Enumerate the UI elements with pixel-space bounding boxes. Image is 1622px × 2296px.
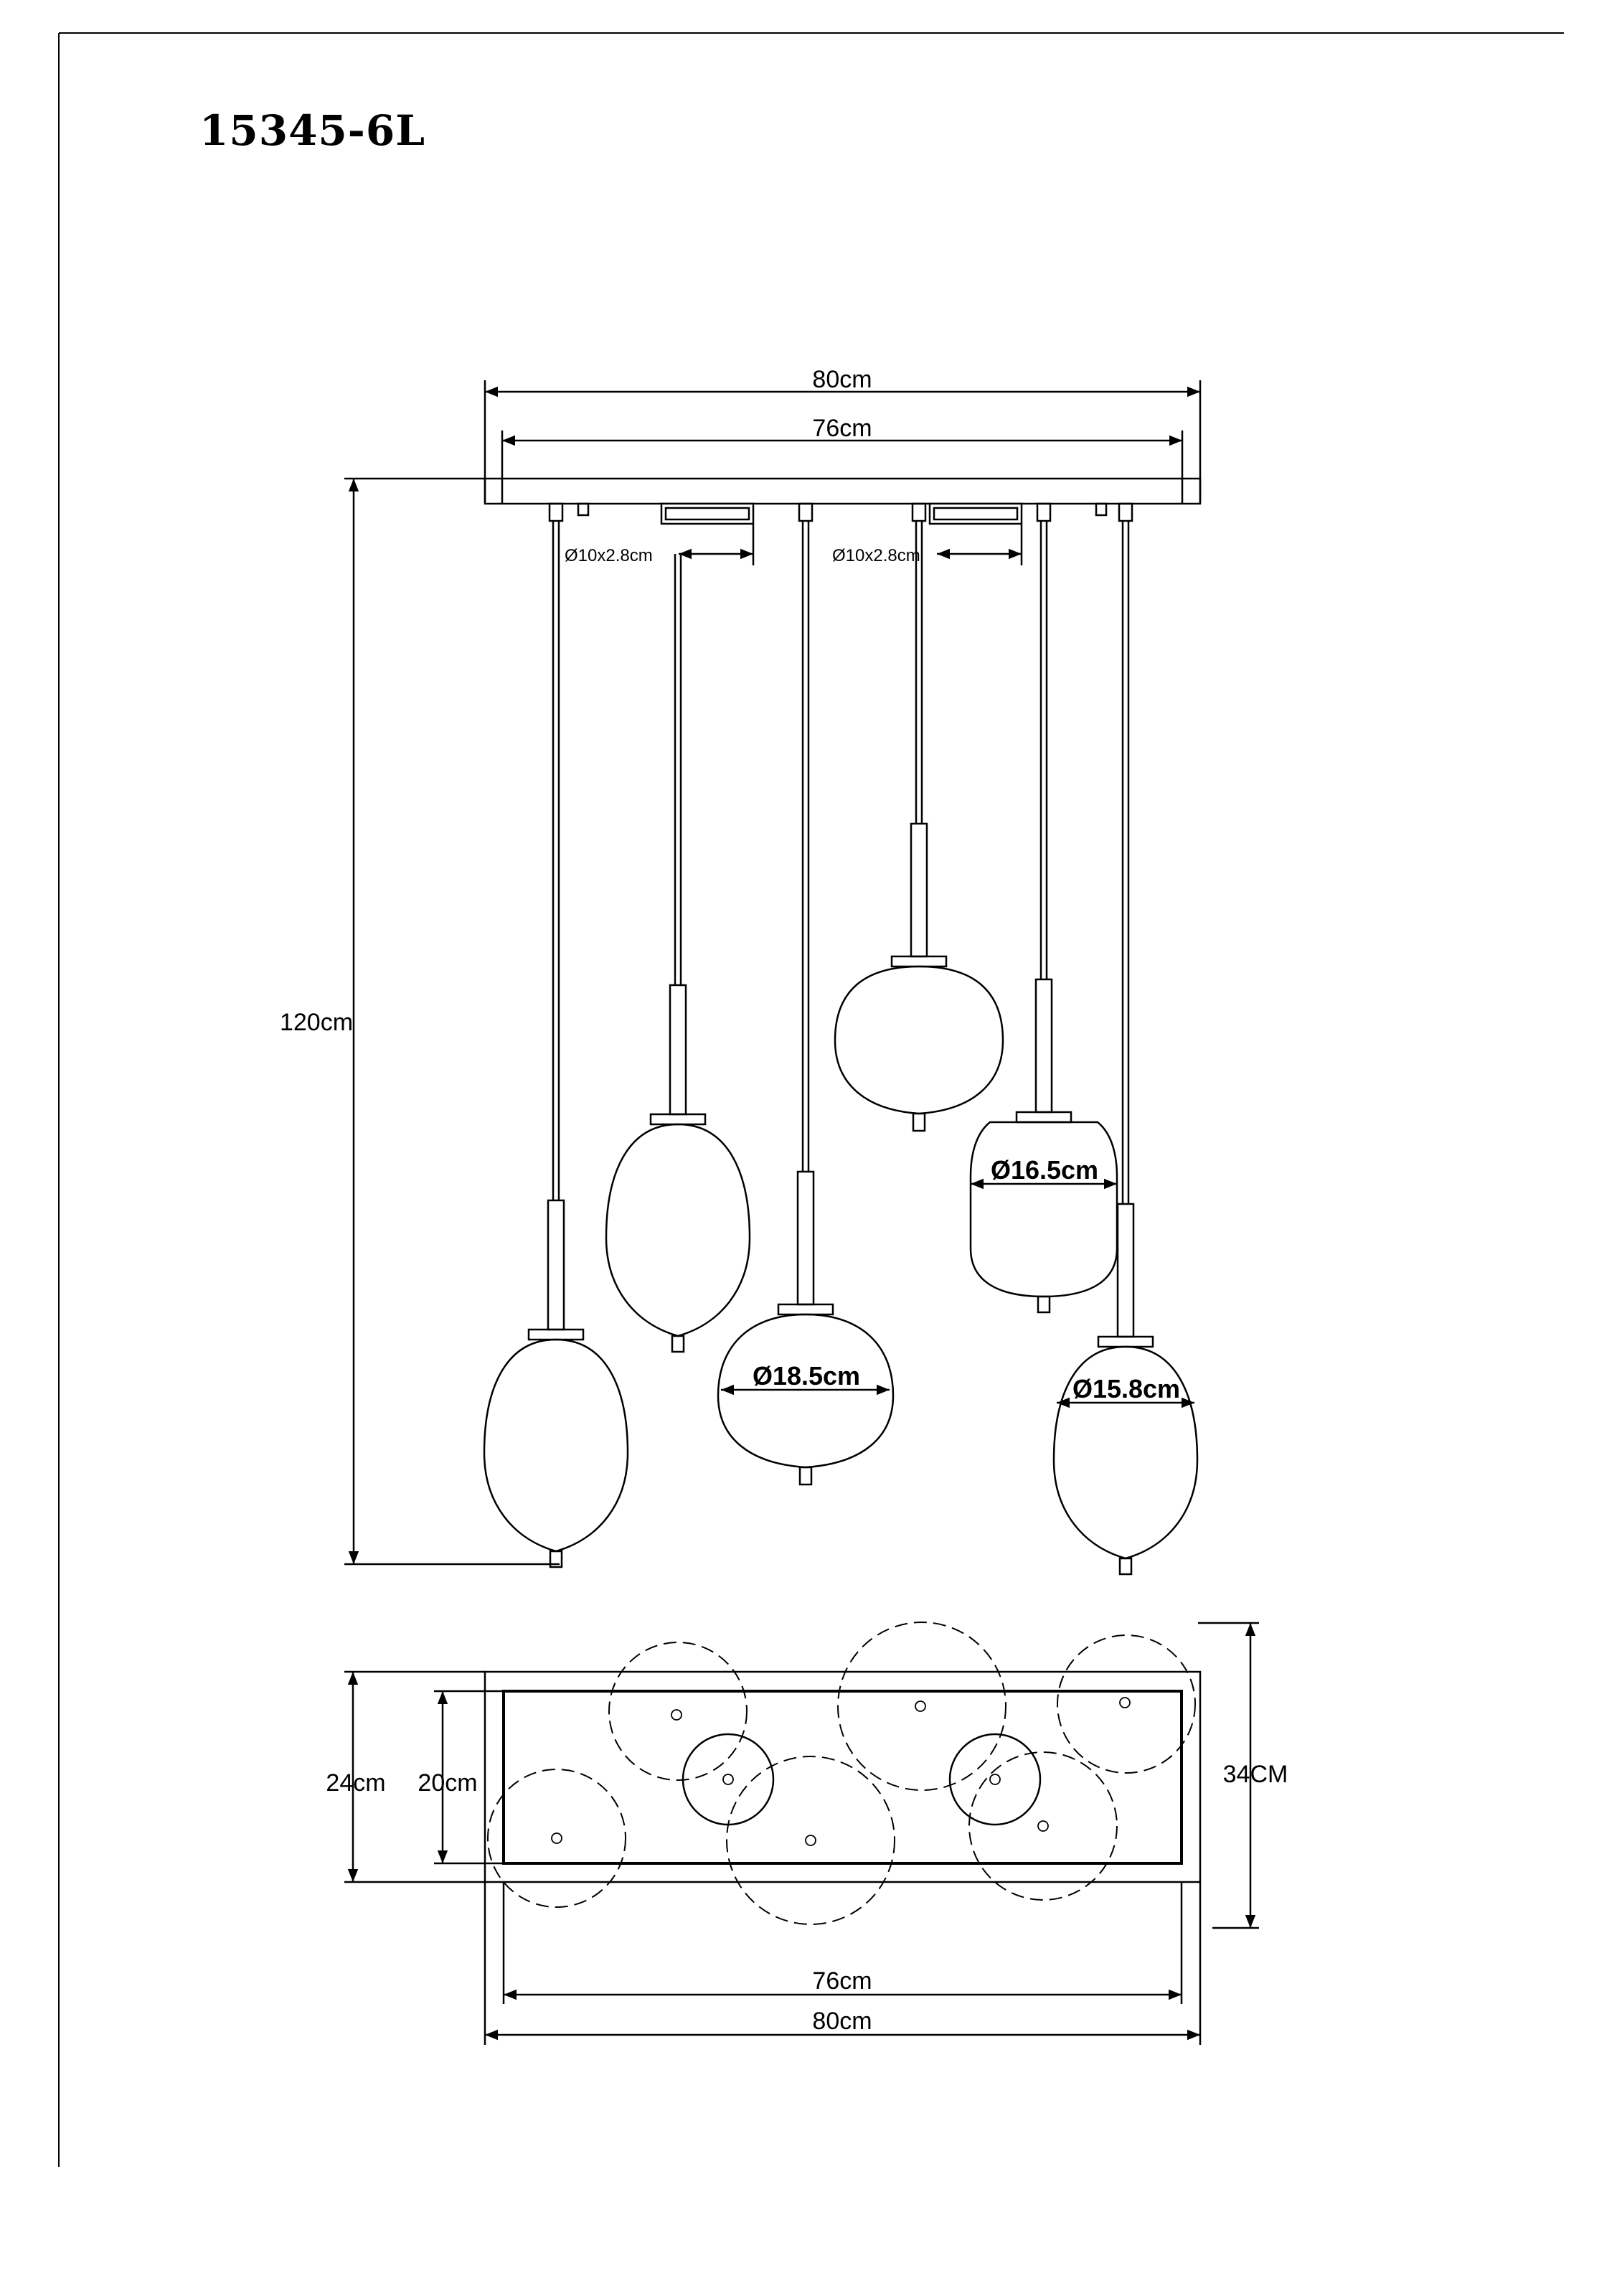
label-depth-inner: 20cm — [418, 1769, 477, 1797]
pendant-6 — [1052, 521, 1199, 1576]
label-canopy-box-right: Ø10x2.8cm — [832, 546, 920, 565]
page-border — [58, 32, 1564, 2167]
label-spread-depth: 34CM — [1223, 1761, 1288, 1788]
top-view — [344, 1622, 1259, 2045]
canopy-inner — [502, 1690, 1183, 1865]
model-number: 15345-6L — [199, 106, 425, 155]
label-top-width-inner: 76cm — [812, 1967, 872, 1995]
label-shade-d3: Ø15.8cm — [1072, 1374, 1180, 1403]
canopy-box-left — [660, 502, 755, 525]
canopy-plate — [484, 477, 1202, 505]
label-canopy-box-left: Ø10x2.8cm — [565, 546, 653, 565]
front-view — [344, 380, 1202, 1576]
canopy-box-right — [928, 502, 1023, 525]
pendant-3 — [717, 521, 895, 1486]
pendant-5 — [969, 521, 1118, 1314]
pendant-1 — [483, 521, 629, 1568]
label-shade-d2: Ø16.5cm — [991, 1155, 1098, 1185]
label-width-outer: 80cm — [812, 366, 872, 393]
label-width-inner: 76cm — [812, 415, 872, 442]
label-height: 120cm — [280, 1009, 353, 1036]
label-depth-outer: 24cm — [326, 1769, 385, 1797]
pendant-2 — [605, 554, 751, 1353]
label-top-width-outer: 80cm — [812, 2008, 872, 2035]
pendant-4 — [834, 521, 1004, 1132]
label-shade-d1: Ø18.5cm — [753, 1361, 860, 1391]
canopy-outer — [484, 1670, 1202, 1883]
